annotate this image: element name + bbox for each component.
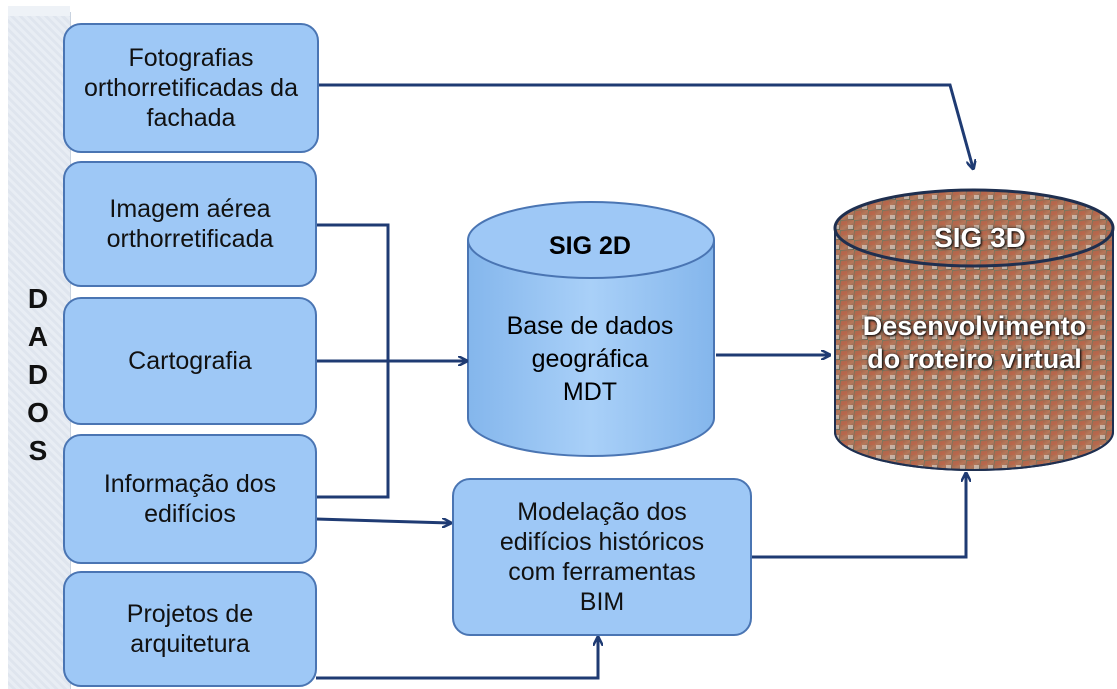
connector-arrows (315, 83, 973, 680)
dados-letter: S (28, 435, 48, 466)
dados-letter: A (27, 321, 49, 352)
sig2d-title: SIG 2D (549, 232, 631, 260)
sig2d-cylinder (467, 201, 715, 457)
banner-fold (8, 6, 70, 16)
sig3d-cylinder (833, 188, 1115, 471)
dados-letter: D (27, 359, 49, 390)
box-modelacao-bim: Modelação dos edifícios históricos com f… (452, 478, 752, 636)
dados-letter: D (27, 283, 49, 314)
dados-letter: O (27, 397, 49, 428)
box-fotografias: Fotografias orthorretificadas da fachada (63, 23, 319, 153)
arrow-informacao-to-modelacao (315, 517, 450, 523)
box-informacao-edificios: Informação dos edifícios (63, 434, 317, 564)
sig2d-body: Base de dados geográfica MDT (506, 312, 674, 406)
arrow-fotografias-to-sig3d (318, 83, 973, 168)
dados-label: D A D O S (18, 280, 58, 470)
box-cartografia: Cartografia (63, 297, 317, 425)
dados-banner (8, 12, 71, 689)
sig3d-title: SIG 3D (934, 222, 1026, 253)
box-projetos-arquitetura: Projetos de arquitetura (63, 571, 317, 687)
arrow-projetos-to-modelacao (316, 638, 598, 680)
arrow-modelacao-to-sig3d (752, 474, 966, 559)
box-imagem-aerea: Imagem aérea orthorretificada (63, 161, 317, 287)
sig3d-body: Desenvolvimento do roteiro virtual (862, 311, 1087, 374)
